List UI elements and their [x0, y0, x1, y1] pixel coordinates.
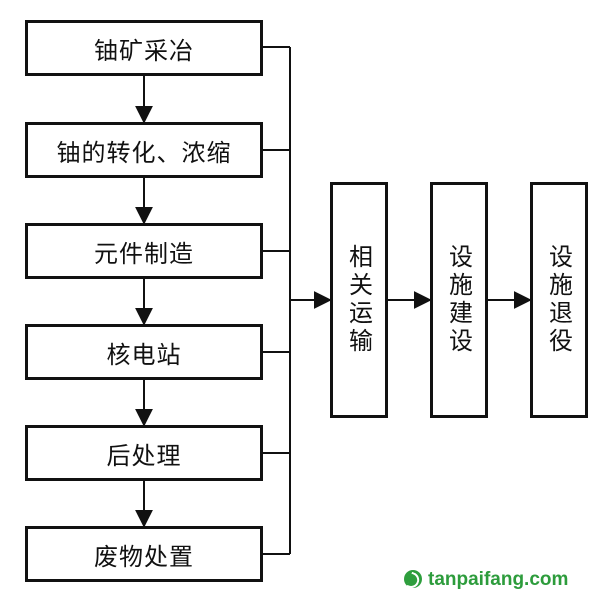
step-reprocessing: 后处理 — [25, 425, 263, 481]
step-label: 铀矿采冶 — [94, 36, 194, 65]
step-transport: 相关运输 — [330, 182, 388, 418]
step-facility-construction: 设施建设 — [430, 182, 488, 418]
step-fuel-fabrication: 元件制造 — [25, 223, 263, 279]
step-label: 铀的转化、浓缩 — [56, 138, 232, 167]
step-label: 相关运输 — [344, 244, 373, 356]
step-nuclear-plant: 核电站 — [25, 324, 263, 380]
leaf-logo-icon — [404, 570, 422, 588]
step-label: 元件制造 — [94, 239, 194, 268]
step-label: 后处理 — [106, 441, 182, 470]
step-label: 设施建设 — [444, 244, 473, 356]
step-uranium-mining: 铀矿采冶 — [25, 20, 263, 76]
watermark-text: tanpaifang.com — [428, 568, 569, 590]
step-label: 设施退役 — [544, 244, 573, 356]
step-facility-decommissioning: 设施退役 — [530, 182, 588, 418]
step-label: 核电站 — [106, 340, 182, 369]
watermark: tanpaifang.com — [404, 568, 568, 590]
step-waste-disposal: 废物处置 — [25, 526, 263, 582]
step-label: 废物处置 — [94, 542, 194, 571]
step-conversion-enrichment: 铀的转化、浓缩 — [25, 122, 263, 178]
